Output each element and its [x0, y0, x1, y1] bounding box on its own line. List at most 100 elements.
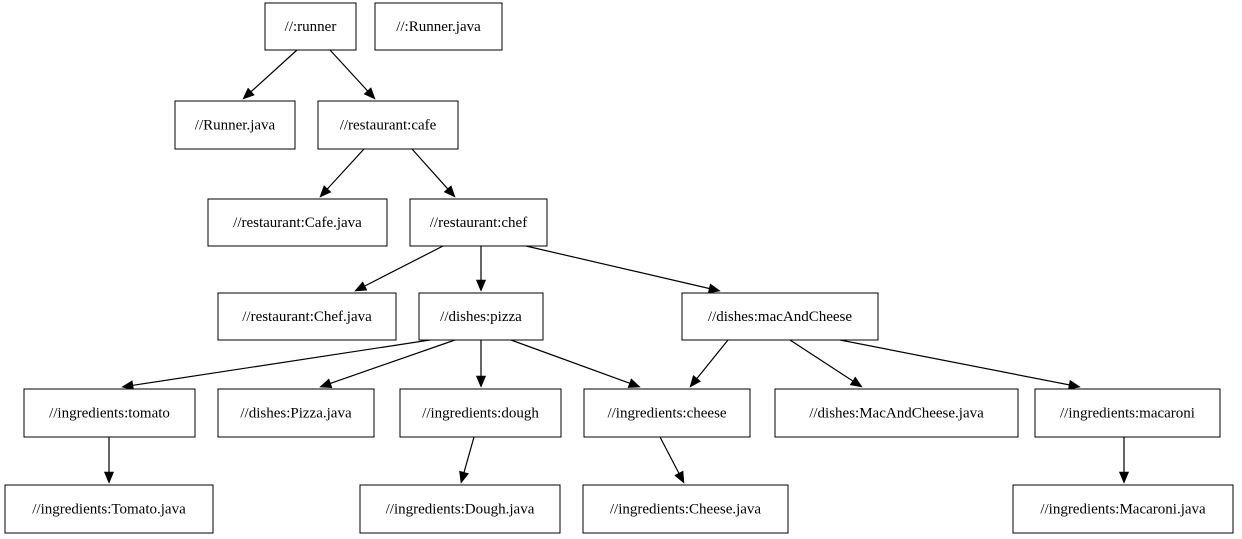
node-box[interactable]	[774, 388, 1019, 438]
edge-arrowhead-icon	[443, 185, 456, 198]
edge-layer	[103, 49, 1130, 484]
node-label: //dishes:macAndCheese	[708, 309, 852, 325]
graph-edge	[689, 339, 729, 388]
node-box[interactable]	[409, 198, 548, 247]
node-label: //dishes:MacAndCheese.java	[809, 405, 984, 421]
node-label: //ingredients:dough	[422, 405, 539, 421]
graph-edge	[242, 49, 298, 100]
node-box[interactable]	[399, 388, 562, 438]
node-layer: //:runner //:Runner.java //Runner.java //re…	[4, 2, 1234, 534]
edge-arrowhead-icon	[354, 281, 368, 292]
graph-node-pizza_java[interactable]: //dishes:Pizza.java	[217, 388, 375, 438]
graph-edge	[1118, 437, 1130, 484]
node-box[interactable]	[583, 388, 751, 438]
node-box[interactable]	[374, 2, 503, 51]
graph-node-restaurant_chef[interactable]: //restaurant:chef	[409, 198, 548, 247]
graph-edge	[475, 246, 487, 292]
graph-edge	[459, 436, 475, 484]
graph-edge	[510, 339, 641, 388]
edge-arrowhead-icon	[242, 87, 255, 100]
edge-arrowhead-icon	[707, 283, 721, 294]
node-label: //Runner.java	[195, 117, 276, 133]
graph-node-ing_cheese[interactable]: //ingredients:cheese	[583, 388, 751, 438]
graph-node-dishes_pizza[interactable]: //dishes:pizza	[418, 292, 544, 341]
node-label: //ingredients:tomato	[49, 405, 170, 421]
node-box[interactable]	[264, 2, 357, 51]
graph-edge	[354, 245, 444, 292]
edge-line	[510, 339, 630, 384]
node-label: //:Runner.java	[396, 19, 481, 35]
node-label: //ingredients:Tomato.java	[32, 501, 186, 517]
node-label: //ingredients:cheese	[607, 405, 726, 421]
edge-line	[839, 339, 1070, 386]
edge-line	[330, 339, 456, 384]
graph-node-mac_java[interactable]: //dishes:MacAndCheese.java	[774, 388, 1019, 438]
graph-node-runner_java[interactable]: //Runner.java	[174, 100, 296, 150]
node-box[interactable]	[681, 292, 879, 341]
edge-arrowhead-icon	[459, 470, 469, 484]
node-box[interactable]	[359, 484, 561, 534]
graph-node-dough_java[interactable]: //ingredients:Dough.java	[359, 484, 561, 534]
node-box[interactable]	[217, 292, 397, 341]
edge-line	[326, 148, 365, 190]
edge-line	[525, 245, 710, 290]
node-box[interactable]	[418, 292, 544, 341]
node-box[interactable]	[582, 484, 789, 534]
graph-edge	[103, 437, 115, 484]
graph-node-root_runner_java[interactable]: //:Runner.java	[374, 2, 503, 51]
graph-node-ing_tomato[interactable]: //ingredients:tomato	[23, 388, 196, 438]
graph-edge	[411, 148, 456, 198]
graph-edge	[475, 340, 487, 388]
edge-arrowhead-icon	[319, 378, 333, 389]
edge-line	[364, 245, 444, 287]
graph-node-ing_macaroni[interactable]: //ingredients:macaroni	[1034, 388, 1221, 438]
edge-line	[463, 436, 475, 473]
edge-arrowhead-icon	[363, 87, 376, 100]
node-label: //ingredients:Macaroni.java	[1040, 501, 1206, 517]
graph-edge	[319, 339, 456, 389]
node-label: //restaurant:cafe	[340, 117, 437, 133]
edge-line	[789, 339, 854, 382]
graph-node-ing_dough[interactable]: //ingredients:dough	[399, 388, 562, 438]
node-label: //:runner	[285, 19, 337, 35]
node-label: //restaurant:Chef.java	[242, 309, 372, 325]
edge-line	[132, 339, 431, 386]
node-box[interactable]	[174, 100, 296, 150]
edge-line	[696, 339, 729, 379]
graph-node-macaroni_java[interactable]: //ingredients:Macaroni.java	[1012, 484, 1234, 534]
graph-node-tomato_java[interactable]: //ingredients:Tomato.java	[4, 484, 214, 534]
graph-node-cafe_java[interactable]: //restaurant:Cafe.java	[207, 198, 388, 247]
node-box[interactable]	[207, 198, 388, 247]
graph-node-cheese_java[interactable]: //ingredients:Cheese.java	[582, 484, 789, 534]
edge-arrowhead-icon	[849, 376, 863, 388]
edge-arrowhead-icon	[319, 185, 332, 198]
edge-line	[250, 49, 298, 93]
edge-arrowhead-icon	[475, 375, 487, 388]
edge-arrowhead-icon	[1067, 379, 1081, 390]
graph-edge	[659, 436, 685, 484]
edge-arrowhead-icon	[674, 470, 685, 484]
node-label: //restaurant:Cafe.java	[233, 215, 362, 231]
node-label: //restaurant:chef	[430, 215, 527, 231]
graph-node-chef_java[interactable]: //restaurant:Chef.java	[217, 292, 397, 341]
node-label: //dishes:Pizza.java	[240, 405, 352, 421]
edge-arrowhead-icon	[1118, 471, 1130, 484]
graph-edge	[121, 339, 431, 391]
graph-edge	[789, 339, 863, 388]
node-box[interactable]	[217, 388, 375, 438]
node-label: //dishes:pizza	[440, 309, 522, 325]
graph-node-restaurant_cafe[interactable]: //restaurant:cafe	[317, 100, 459, 150]
node-box[interactable]	[317, 100, 459, 150]
graph-node-runner[interactable]: //:runner	[264, 2, 357, 51]
node-label: //ingredients:macaroni	[1060, 405, 1195, 421]
node-box[interactable]	[4, 484, 214, 534]
graph-edge	[329, 49, 376, 100]
node-box[interactable]	[1012, 484, 1234, 534]
edge-arrowhead-icon	[121, 380, 134, 391]
node-box[interactable]	[23, 388, 196, 438]
edge-arrowhead-icon	[475, 279, 487, 292]
node-box[interactable]	[1034, 388, 1221, 438]
edge-line	[659, 436, 680, 474]
graph-node-dishes_mac[interactable]: //dishes:macAndCheese	[681, 292, 879, 341]
